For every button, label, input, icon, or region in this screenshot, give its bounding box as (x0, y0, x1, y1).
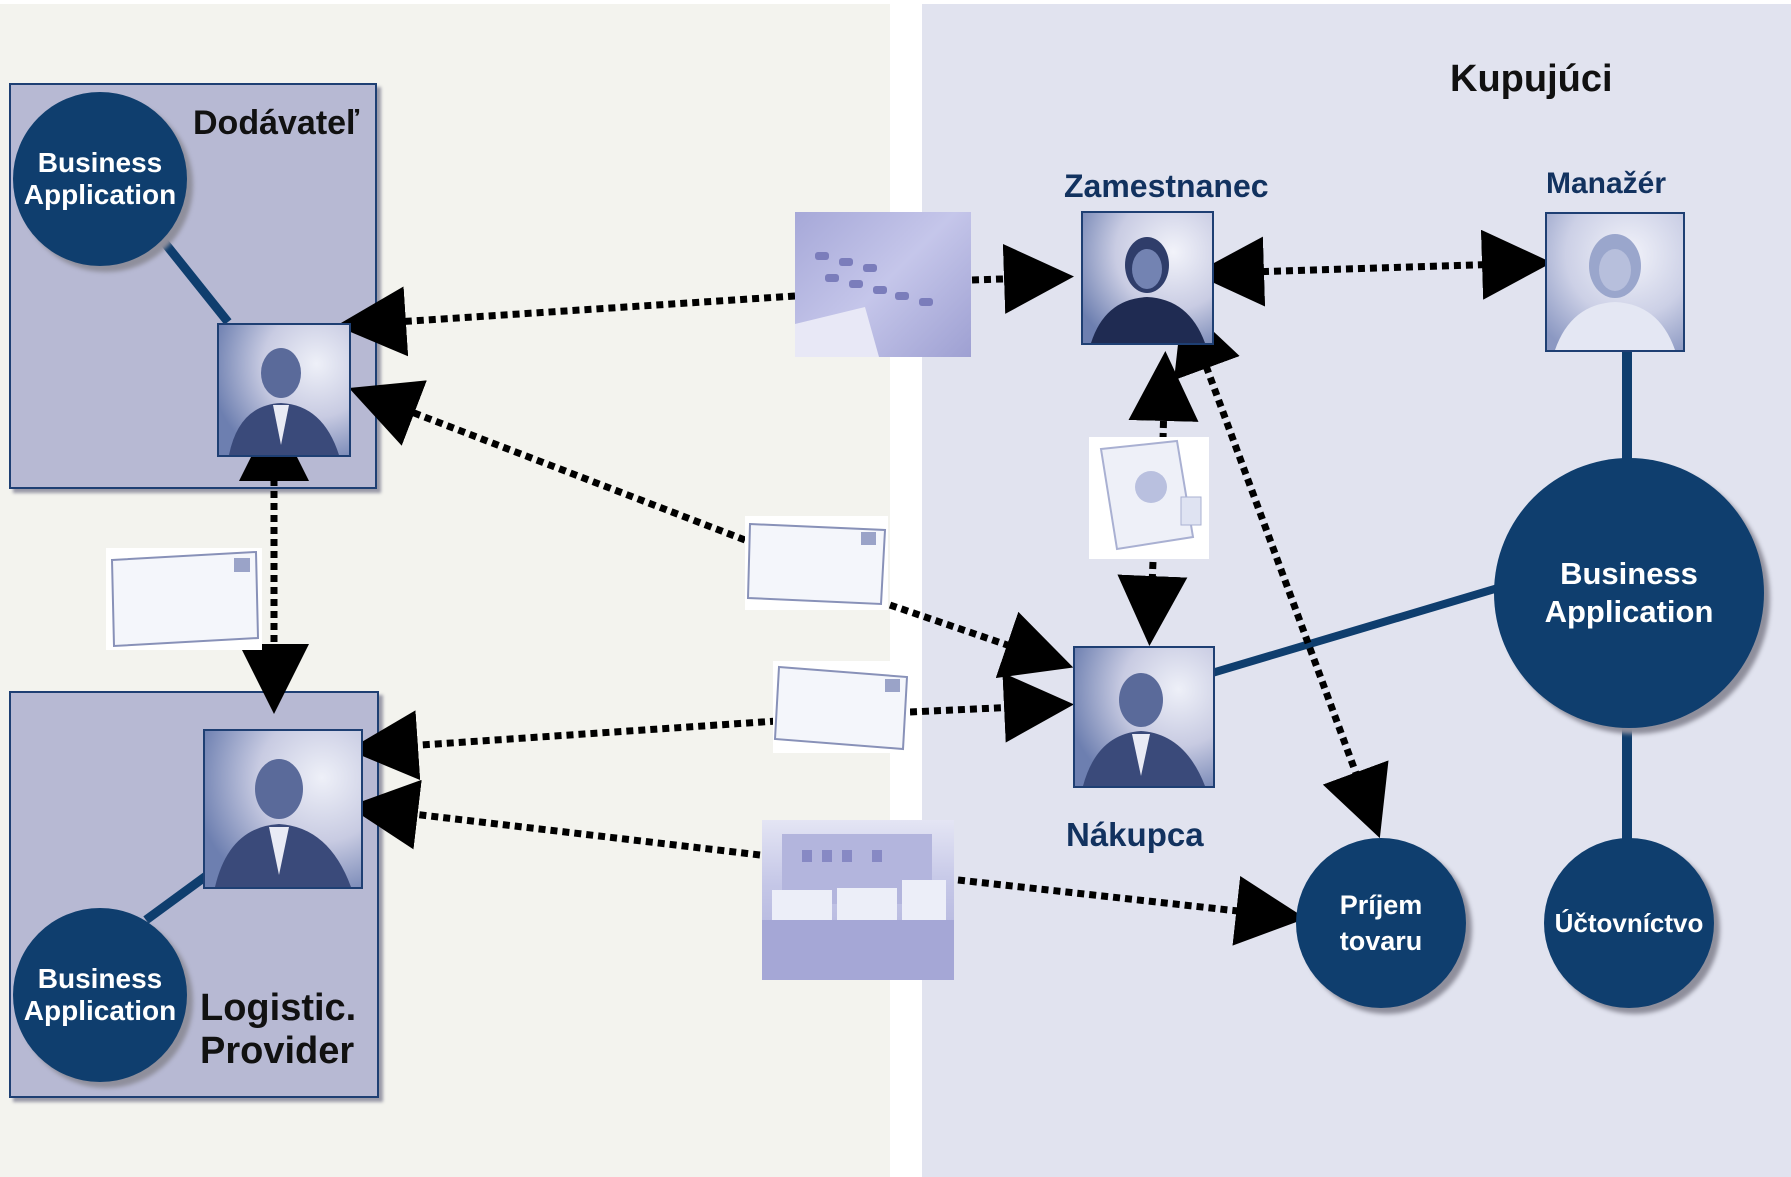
envelope-image-left (106, 548, 262, 650)
supplier-business-application: Business Application (13, 92, 187, 266)
arrow-envelope-to-purchaser (888, 601, 1074, 679)
supplier-title: Dodávateľ (193, 104, 360, 142)
accounting-label: Účtovníctvo (1554, 907, 1704, 938)
manager-label: Manažér (1546, 167, 1667, 200)
purchaser-app-line (1210, 584, 1500, 677)
employee-photo (1081, 211, 1214, 345)
purchaser-photo (1073, 646, 1215, 788)
app-label-line2: Application (1544, 594, 1714, 629)
app-label-line1: Business (37, 147, 163, 178)
goods-receipt-circle: Príjem tovaru (1296, 838, 1466, 1008)
envelope-image-lower (773, 661, 910, 753)
catalog-icon (1099, 439, 1202, 551)
arrow-catalog-purchaser (1117, 561, 1188, 646)
arrow-catalog-employee (1128, 351, 1199, 441)
app-label-line2: Application (23, 179, 177, 210)
arrow-phone-to-supplier (336, 286, 796, 357)
logistics-business-application: Business Application (13, 908, 187, 1082)
envelope-icon (110, 550, 260, 648)
logistics-contact-photo (203, 729, 363, 889)
arrow-phone-to-employee (971, 243, 1074, 314)
arrow-employee-manager (1194, 229, 1552, 307)
catalog-image (1089, 437, 1209, 559)
envelope-image-middle (745, 516, 888, 610)
warehouse-image (762, 820, 954, 980)
phone-icon (795, 252, 933, 357)
logistics-title-line2: Provider (200, 1030, 355, 1072)
goods-receipt-line2: tovaru (1339, 926, 1423, 956)
arrow-warehouse-to-logistics (348, 779, 761, 859)
arrow-purchaser-to-logistics (348, 710, 778, 781)
app-label-line2: Application (23, 995, 177, 1026)
goods-receipt-line1: Príjem (1339, 890, 1423, 920)
warehouse-icon (762, 834, 954, 980)
purchaser-label: Nákupca (1066, 816, 1204, 853)
businesswoman-icon (1091, 237, 1205, 343)
logistics-title-line1: Logistic. (200, 987, 357, 1029)
buyer-title: Kupujúci (1450, 58, 1613, 100)
employee-label: Zamestnanec (1064, 168, 1269, 204)
businesswoman-icon (1555, 234, 1675, 350)
arrow-envelope-to-supplier (348, 380, 747, 544)
phone-keypad-image (795, 212, 971, 357)
businessman-icon (229, 348, 339, 455)
envelope-icon (746, 522, 887, 606)
app-label-line1: Business (1560, 556, 1698, 591)
manager-photo (1545, 212, 1685, 352)
app-label-line1: Business (37, 963, 163, 994)
businessman-icon (1083, 673, 1205, 786)
arrow-warehouse-to-goods-receipt (957, 876, 1306, 946)
businessman-icon (215, 759, 351, 887)
accounting-circle: Účtovníctvo (1544, 838, 1714, 1008)
arrow-envelope-to-purchaser-2 (909, 672, 1074, 743)
supplier-contact-photo (217, 323, 351, 457)
buyer-business-application: Business Application (1494, 458, 1764, 728)
arrow-employee-goods-receipt (1173, 302, 1389, 839)
supplier-app-line (152, 229, 232, 325)
envelope-icon (773, 665, 909, 751)
